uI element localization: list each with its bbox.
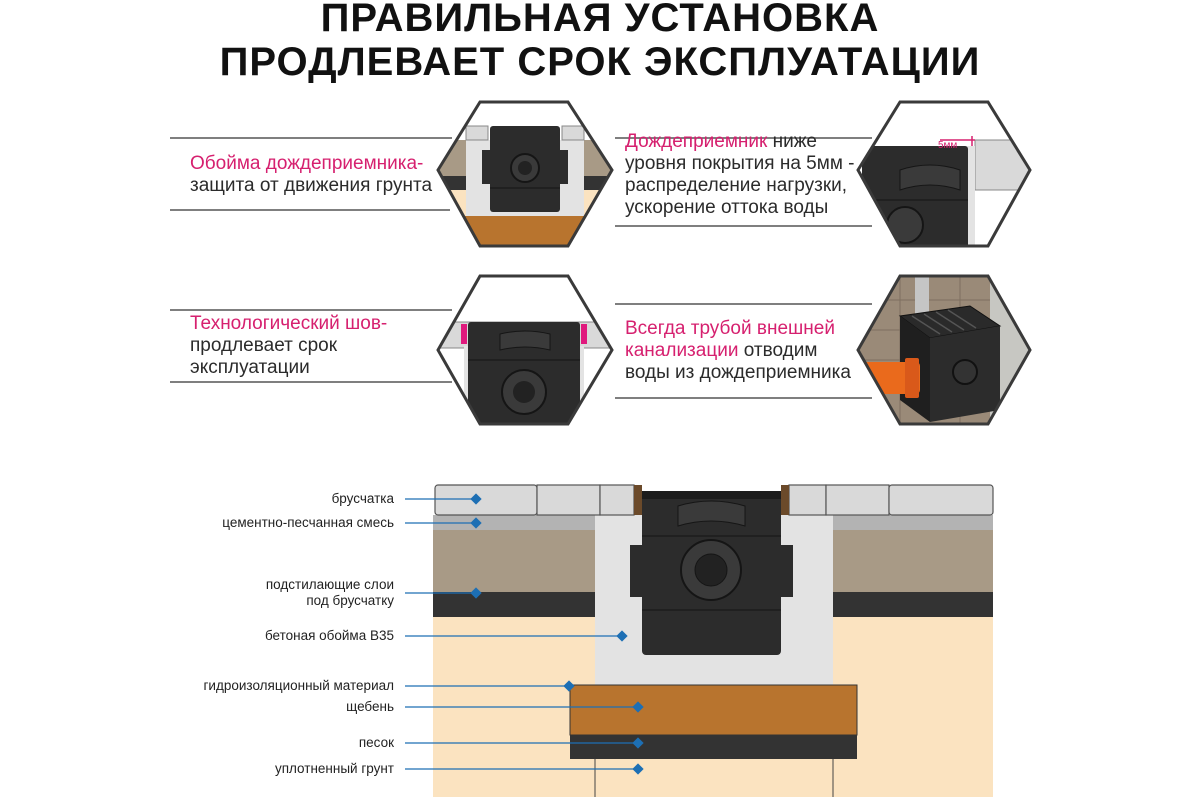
layer-label-sand: песок	[358, 735, 394, 750]
callout-markers	[470, 493, 644, 775]
feature-3-lines	[170, 309, 452, 383]
feature-4-lines	[615, 303, 872, 399]
feature-1-lines	[170, 137, 452, 211]
layer-label-cement-sand: цементно-песчанная смесь	[222, 515, 394, 530]
feature-4-text-1: воды из дождеприемника	[625, 362, 851, 383]
feature-2-hexagon	[856, 100, 1032, 248]
drain-box-section	[630, 491, 793, 655]
cross-section	[433, 484, 994, 797]
gap-5mm-label: 5мм	[938, 140, 957, 151]
page-title-line-2: ПРОДЛЕВАЕТ СРОК ЭКСПЛУАТАЦИИ	[219, 40, 981, 84]
feature-4-highlight-2: канализации	[625, 340, 739, 361]
layer-label-concrete: бетоная обойма В35	[264, 628, 394, 643]
layer-label-underlay: подстилающие слои под брусчатку	[100, 577, 394, 609]
feature-3-hexagon	[436, 274, 614, 426]
feature-2-caption: Дождеприемник ниже уровня покрытия на 5м…	[625, 131, 865, 219]
feature-2-text-3: ускорение оттока воды	[625, 197, 829, 218]
feature-2-text-2: распределение нагрузки,	[625, 175, 848, 196]
feature-1-text: защита от движения грунта	[190, 175, 433, 196]
feature-1-hexagon	[436, 100, 614, 248]
feature-4-highlight: Всегда трубой внешней	[625, 318, 835, 339]
feature-2-highlight: Дождеприемник	[625, 131, 768, 152]
feature-2-lines	[615, 137, 872, 227]
feature-2-text-inline: ниже	[767, 131, 817, 152]
callout-lines	[405, 498, 638, 770]
feature-1-highlight: Обойма дождеприемника-	[190, 153, 424, 174]
feature-1-caption: Обойма дождеприемника- защита от движени…	[190, 153, 450, 197]
feature-3-caption: Технологический шов- продлевает срок экс…	[190, 313, 440, 379]
feature-3-highlight: Технологический шов-	[190, 313, 388, 334]
layer-label-compacted-soil: уплотненный грунт	[274, 761, 394, 776]
feature-2-text-1: уровня покрытия на 5мм -	[625, 153, 855, 174]
layer-label-gravel: щебень	[346, 699, 394, 714]
feature-4-text-inline: отводим	[738, 340, 818, 361]
layer-label-paving: брусчатка	[331, 491, 394, 506]
feature-3-text-2: эксплуатации	[190, 357, 310, 378]
layer-label-waterproofing: гидроизоляционный материал	[203, 678, 395, 693]
layer-label-underlay-line-2: под брусчатку	[306, 593, 394, 608]
page-title-line-1: ПРАВИЛЬНАЯ УСТАНОВКА	[320, 0, 880, 40]
feature-4-caption: Всегда трубой внешней канализации отводи…	[625, 318, 865, 384]
feature-3-text-1: продлевает срок	[190, 335, 338, 356]
layer-label-underlay-line-1: подстилающие слои	[265, 577, 394, 592]
feature-4-hexagon	[856, 274, 1032, 426]
